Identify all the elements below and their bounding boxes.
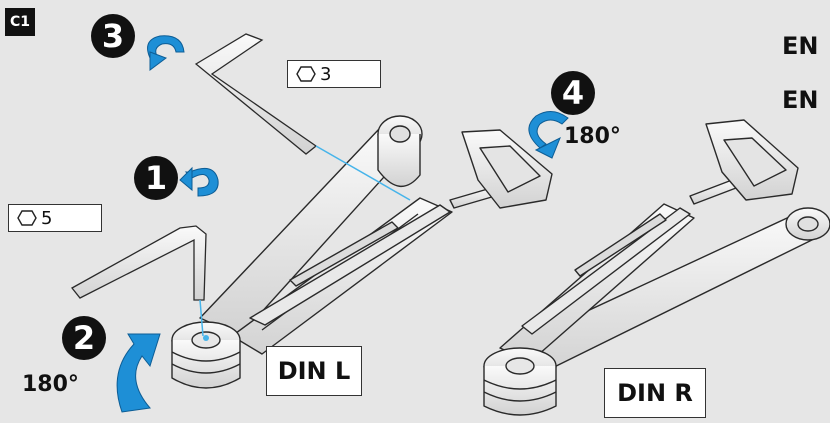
guide-line — [199, 299, 204, 337]
step-badge — [91, 14, 135, 58]
hex-size-value: 3 — [320, 63, 332, 85]
step-number: 1 — [144, 159, 168, 197]
hex-size-label: 5 — [8, 204, 102, 232]
hex-key-icon — [194, 33, 318, 155]
step-number: 2 — [72, 319, 96, 357]
hexagon-icon — [296, 66, 316, 82]
hexagon-icon — [17, 210, 37, 226]
step-number: 4 — [561, 74, 585, 112]
door-closer-arm-left — [171, 115, 553, 389]
arm-label-left: DIN L — [266, 346, 362, 396]
language-label: EN — [782, 32, 819, 60]
guide-line — [315, 145, 411, 201]
rotate-arrow-icon — [147, 35, 185, 71]
rotate-arrow-icon — [116, 333, 161, 413]
door-closer-arm-right — [483, 119, 830, 416]
rotation-angle: 180° — [564, 124, 621, 149]
language-label: EN — [782, 86, 819, 114]
step-number: 3 — [101, 17, 125, 55]
rotation-angle: 180° — [22, 372, 79, 397]
step-badge — [62, 316, 106, 360]
hex-size-value: 5 — [41, 207, 53, 229]
step-badge — [551, 71, 595, 115]
hex-size-label: 3 — [287, 60, 381, 88]
section-label: C1 — [5, 8, 35, 36]
hex-key-icon — [71, 225, 207, 301]
rotate-arrow-icon — [528, 111, 569, 159]
rotate-arrow-icon — [179, 166, 219, 197]
arm-label-right: DIN R — [604, 368, 706, 418]
step-badge — [134, 156, 178, 200]
